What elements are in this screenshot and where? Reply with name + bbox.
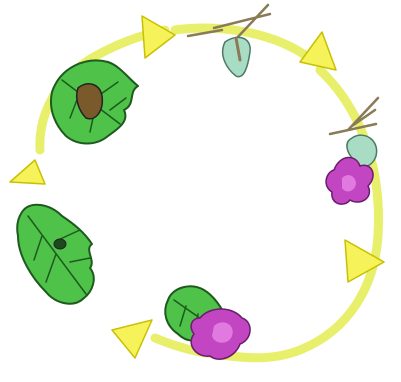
arrow-left	[10, 160, 45, 184]
ring-right	[300, 70, 379, 350]
bottom-flower-center	[212, 322, 233, 342]
stage-rolled-leaf	[51, 60, 138, 143]
stage-leaf-hole	[17, 205, 94, 304]
arrow-bottom-left	[112, 320, 152, 358]
leaf-hole	[54, 239, 66, 249]
stage-moth-on-leaf	[188, 5, 270, 77]
arrow-top	[142, 16, 175, 58]
